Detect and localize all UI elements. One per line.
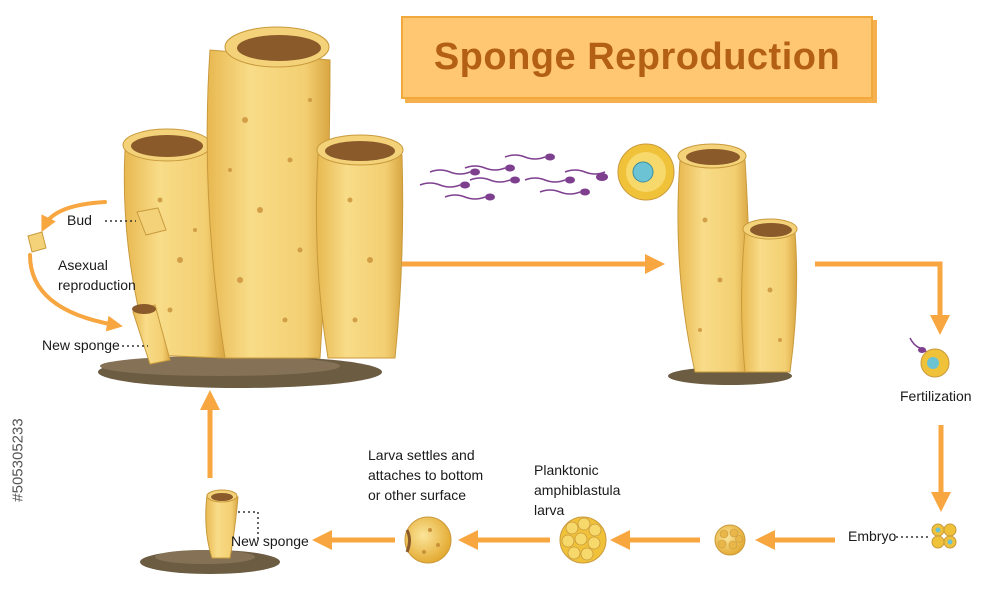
label-settles-1: Larva settles and [368, 447, 475, 463]
embryo-cells [931, 523, 957, 549]
sperm-group [419, 153, 608, 201]
label-embryo: Embryo [848, 528, 897, 544]
label-bud: Bud [67, 212, 92, 228]
detached-bud [27, 231, 47, 253]
label-planktonic-3: larva [534, 502, 565, 518]
label-new-sponge-left: New sponge [42, 337, 120, 353]
egg-cell [617, 143, 675, 201]
label-asexual-1: Asexual [58, 257, 108, 273]
asexual-cycle-arrows [28, 200, 123, 332]
label-fertilization: Fertilization [900, 388, 972, 404]
title-banner: Sponge Reproduction [401, 16, 873, 99]
label-asexual-2: reproduction [58, 277, 136, 293]
sponge-pair [668, 143, 798, 385]
label-settles-2: attaches to bottom [368, 467, 484, 483]
stock-id: #505305233 [9, 418, 27, 502]
label-settles-3: or other surface [368, 487, 467, 503]
new-sponge-bottom-figure [140, 489, 280, 574]
label-new-sponge-bottom: New sponge [231, 533, 309, 549]
arrow-to-fertilization [815, 261, 950, 335]
page-title: Sponge Reproduction [433, 36, 841, 78]
label-planktonic-1: Planktonic [534, 462, 599, 478]
settled-larva [404, 516, 452, 564]
morula [714, 524, 746, 556]
label-planktonic-2: amphiblastula [534, 482, 621, 498]
new-sponge-left-figure [132, 304, 171, 365]
amphiblastula-larva [559, 516, 607, 564]
fertilized-egg [909, 337, 950, 378]
